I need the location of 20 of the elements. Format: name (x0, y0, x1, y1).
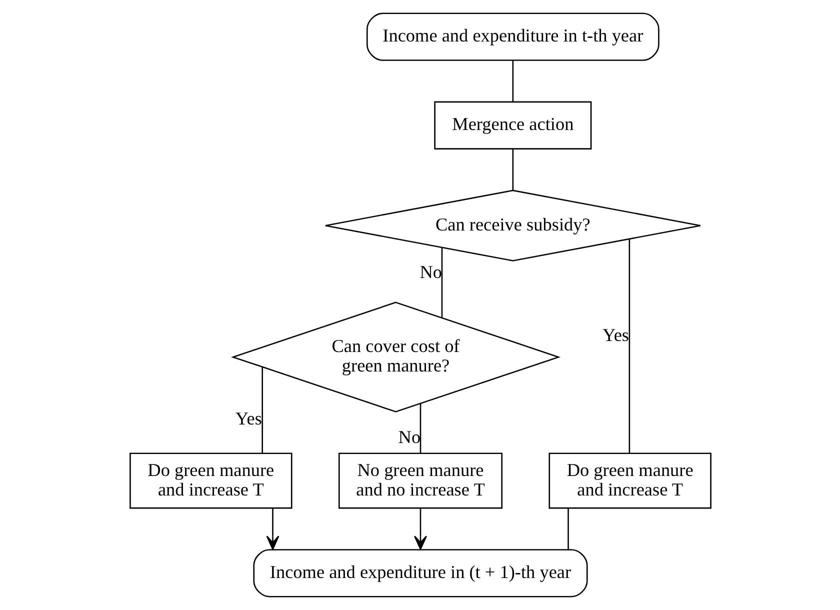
node-diamond: Can cover cost of green manure? (230, 302, 560, 412)
edge-label: Yes (602, 325, 629, 346)
node-box: Mergence action (434, 101, 592, 150)
connector (440, 248, 442, 318)
connector (512, 149, 514, 190)
node-diamond: Can receive subsidy? (324, 190, 701, 262)
node-box: Do green manure and increase T (548, 452, 711, 509)
node-box: Income and expenditure in (t + 1)-th year (252, 549, 588, 598)
node-box: Income and expenditure in t-th year (366, 12, 659, 61)
connector (567, 508, 568, 550)
node-box: Do green manure and increase T (129, 452, 292, 509)
edge-label: No (398, 426, 420, 447)
connector (628, 238, 630, 454)
edge-label: No (419, 262, 442, 282)
connector (419, 403, 421, 454)
arrow (266, 508, 279, 550)
arrow (414, 508, 426, 550)
node-box: No green manure and no increase T (338, 452, 502, 509)
connector (261, 367, 262, 454)
connector (512, 60, 514, 102)
